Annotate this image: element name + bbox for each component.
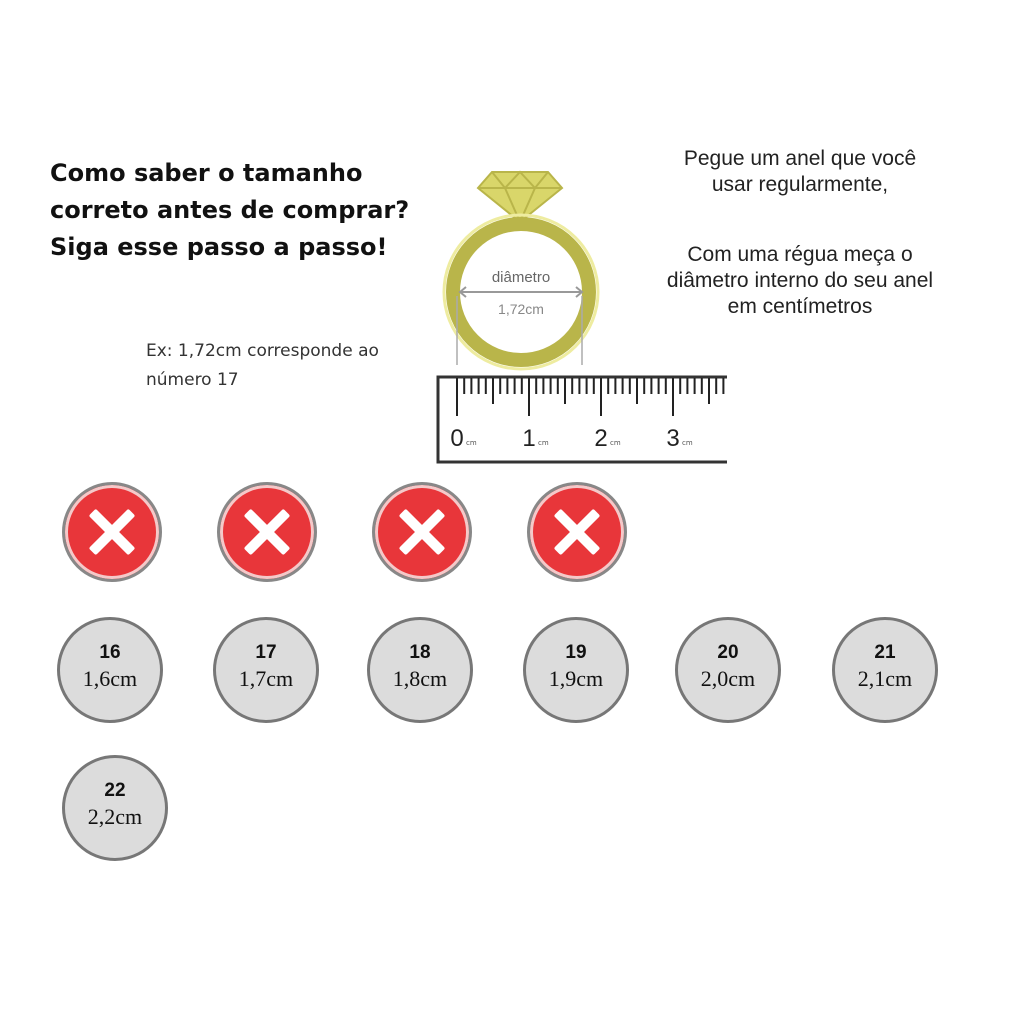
instruction-step-1: Pegue um anel que você usar regularmente… <box>683 147 917 196</box>
ruler-label: 1 <box>522 425 535 452</box>
ruler-label: 0 <box>450 425 463 452</box>
size-number: 19 <box>565 642 587 663</box>
ruler-label: 3 <box>666 425 679 452</box>
size-number: 16 <box>99 642 121 663</box>
wrong-size-x-icon <box>372 482 472 582</box>
size-circle-16: 16 1,6cm <box>57 617 163 723</box>
size-circle-20: 20 2,0cm <box>675 617 781 723</box>
size-number: 20 <box>717 642 739 663</box>
size-diameter: 1,9cm <box>548 666 604 691</box>
size-number: 18 <box>409 642 431 663</box>
ruler <box>436 375 727 464</box>
size-circle-21: 21 2,1cm <box>832 617 938 723</box>
ruler-unit: cm <box>538 439 549 447</box>
example-note: Ex: 1,72cm corresponde ao número 17 <box>146 341 379 390</box>
diamond-icon <box>476 170 564 225</box>
size-diameter: 1,7cm <box>238 666 294 691</box>
wrong-size-x-icon <box>62 482 162 582</box>
diameter-label: diâmetro <box>492 269 550 286</box>
size-circle-19: 19 1,9cm <box>523 617 629 723</box>
instruction-step-2: Com uma régua meça o diâmetro interno do… <box>666 243 934 318</box>
page-title: Como saber o tamanho correto antes de co… <box>50 159 410 261</box>
size-diameter: 2,0cm <box>700 666 756 691</box>
size-diameter: 2,1cm <box>857 666 913 691</box>
size-diameter: 1,6cm <box>82 666 138 691</box>
size-diameter: 2,2cm <box>87 804 143 829</box>
ruler-unit: cm <box>466 439 477 447</box>
wrong-size-x-icon <box>527 482 627 582</box>
size-number: 17 <box>255 642 277 663</box>
ruler-unit: cm <box>682 439 693 447</box>
size-number: 22 <box>104 780 126 801</box>
size-circle-22: 22 2,2cm <box>62 755 168 861</box>
size-diameter: 1,8cm <box>392 666 448 691</box>
size-circle-18: 18 1,8cm <box>367 617 473 723</box>
wrong-size-x-icon <box>217 482 317 582</box>
ruler-label: 2 <box>594 425 607 452</box>
ruler-unit: cm <box>610 439 621 447</box>
size-number: 21 <box>874 642 896 663</box>
ring-band <box>446 217 596 367</box>
diameter-value: 1,72cm <box>498 301 544 317</box>
size-circle-17: 17 1,7cm <box>213 617 319 723</box>
